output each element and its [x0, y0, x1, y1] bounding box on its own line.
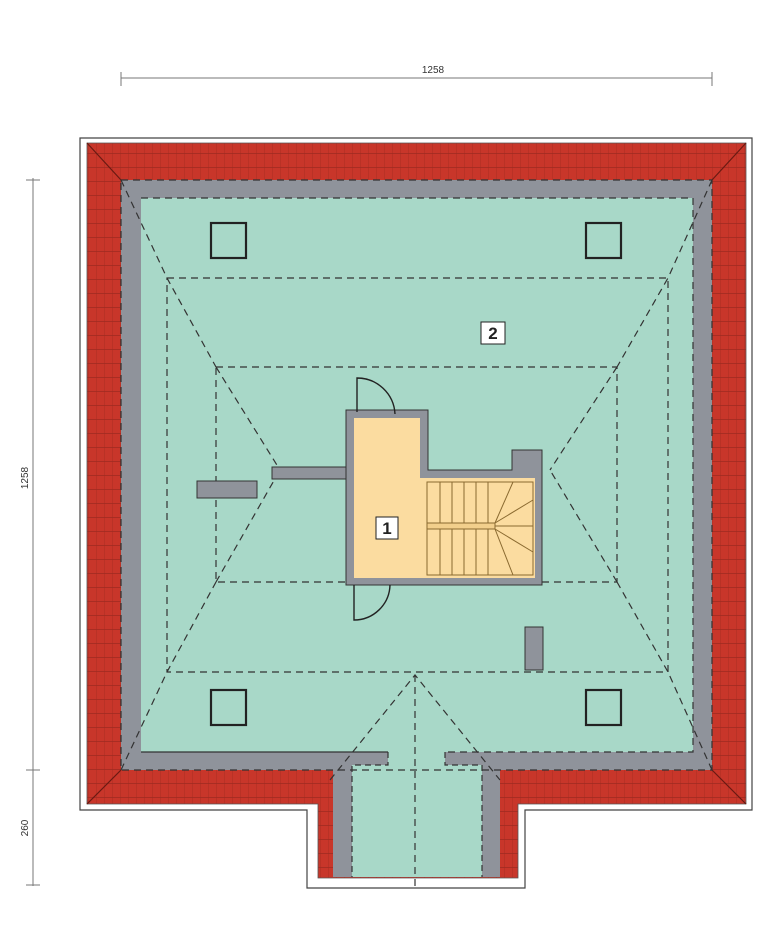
staircase [426, 481, 534, 576]
door-top [356, 377, 396, 415]
roof-hip-lines [86, 142, 747, 805]
dimension-top-label: 1258 [422, 65, 445, 76]
dimension-left: 1258 260 [20, 178, 40, 886]
dimension-left-label: 1258 [20, 466, 31, 489]
svg-text:1: 1 [382, 519, 391, 538]
room-label-2: 2 [480, 321, 506, 345]
chimney-right [524, 626, 544, 671]
dimension-top: 1258 [120, 65, 713, 86]
skylights [209, 221, 623, 727]
dimension-extension-label: 260 [20, 819, 31, 836]
room-label-1: 1 [375, 516, 399, 540]
door-bottom [353, 584, 391, 621]
partition-wall [271, 466, 351, 480]
chimney-left [196, 480, 258, 499]
svg-text:2: 2 [488, 324, 497, 343]
stair-hall [345, 377, 543, 621]
